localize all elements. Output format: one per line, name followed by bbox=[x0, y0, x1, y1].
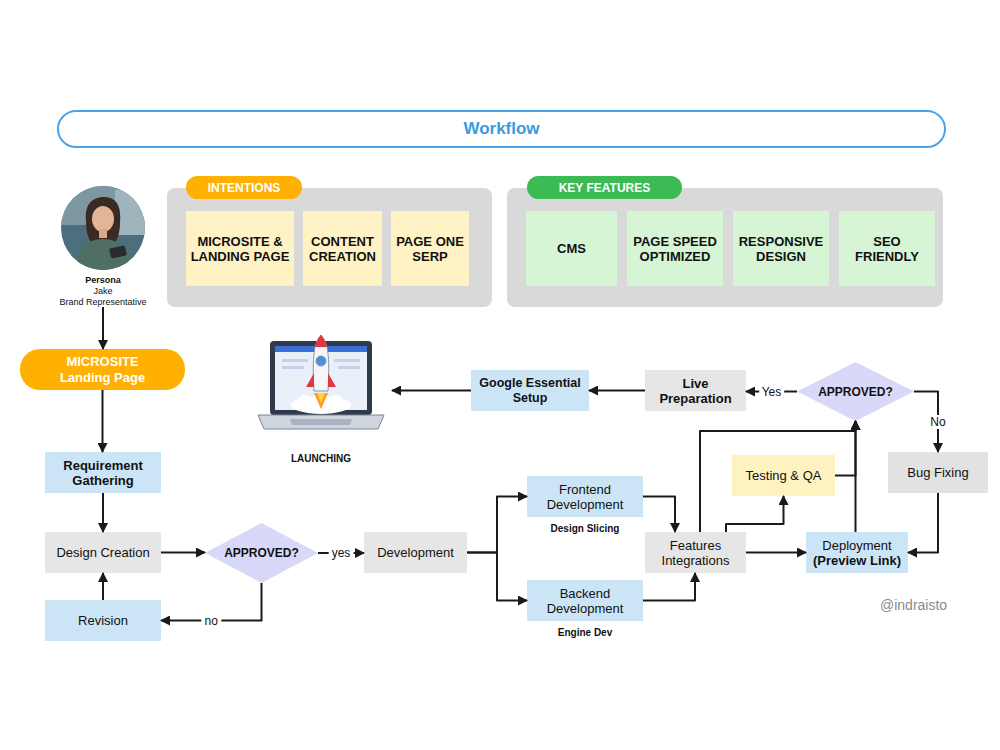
node-text: Testing & QA bbox=[746, 468, 822, 483]
node-text: Brand Representative bbox=[59, 297, 146, 308]
flow-arrow bbox=[102, 573, 104, 600]
sub-caption: Engine Dev bbox=[517, 627, 653, 638]
node-text: Revision bbox=[78, 613, 128, 628]
process-box: Deployment(Preview Link) bbox=[806, 532, 908, 573]
sub-caption: Design Slicing bbox=[517, 523, 653, 534]
node-text: Jake bbox=[93, 286, 112, 297]
edge-label: No bbox=[927, 415, 948, 429]
process-box: Design Creation bbox=[45, 532, 161, 573]
process-box: Live Preparation bbox=[645, 370, 746, 411]
flow-arrow bbox=[102, 307, 104, 349]
node-text: Frontend Development bbox=[531, 482, 639, 512]
feature-card: RESPONSIVE DESIGN bbox=[733, 211, 829, 286]
node-text: MICROSITE & LANDING PAGE bbox=[190, 234, 290, 264]
node-text: Backend Development bbox=[531, 586, 639, 616]
node-text: PAGE ONE SERP bbox=[395, 234, 465, 264]
group-tag: INTENTIONS bbox=[186, 176, 302, 199]
flow-arrow bbox=[726, 496, 784, 532]
node-text: PAGE SPEED OPTIMIZED bbox=[631, 234, 719, 264]
decision-diamond: APPROVED? bbox=[797, 362, 914, 421]
process-box: Google Essential Setup bbox=[471, 370, 589, 411]
title-band: Workflow bbox=[57, 110, 946, 148]
node-text: SEO FRIENDLY bbox=[843, 234, 931, 264]
process-box: Frontend DevelopmentDesign Slicing bbox=[527, 476, 643, 517]
process-box: Backend DevelopmentEngine Dev bbox=[527, 580, 643, 621]
process-box: Features Integrations bbox=[645, 532, 746, 573]
flow-arrow bbox=[102, 390, 104, 452]
edge-label: yes bbox=[329, 546, 354, 560]
flow-arrow bbox=[589, 390, 645, 392]
intention-card: CONTENT CREATION bbox=[303, 211, 382, 286]
process-box: Testing & QA bbox=[732, 455, 835, 496]
decision-diamond: APPROVED? bbox=[205, 523, 318, 583]
node-text: APPROVED? bbox=[224, 546, 299, 560]
feature-card: PAGE SPEED OPTIMIZED bbox=[627, 211, 723, 286]
diagram-title: Workflow bbox=[463, 119, 539, 139]
flow-arrow bbox=[161, 552, 205, 554]
intention-card: MICROSITE & LANDING PAGE bbox=[186, 211, 294, 286]
persona-avatar: PersonaJakeBrand Representative bbox=[50, 185, 156, 307]
node-text: RESPONSIVE DESIGN bbox=[737, 234, 825, 264]
process-box: Requirement Gathering bbox=[45, 452, 161, 493]
edge-label: no bbox=[202, 614, 221, 628]
avatar-figure bbox=[60, 185, 146, 271]
node-text: Features Integrations bbox=[649, 538, 742, 568]
flow-arrow bbox=[392, 390, 471, 392]
node-text: (Preview Link) bbox=[813, 553, 901, 568]
avatar-photo bbox=[60, 185, 146, 271]
flow-arrow bbox=[855, 421, 857, 532]
flow-arrow bbox=[467, 497, 527, 553]
group-panel: INTENTIONSMICROSITE & LANDING PAGECONTEN… bbox=[167, 188, 492, 307]
flow-arrow bbox=[643, 573, 695, 601]
feature-card: SEO FRIENDLY bbox=[839, 211, 935, 286]
flow-arrow bbox=[700, 421, 856, 532]
laptop-illustration bbox=[250, 333, 392, 448]
group-tag: KEY FEATURES bbox=[527, 176, 682, 199]
feature-card: CMS bbox=[526, 211, 617, 286]
node-text: MICROSITE Landing Page bbox=[48, 354, 157, 386]
watermark: @indraisto bbox=[880, 597, 947, 613]
group-panel: KEY FEATURESCMSPAGE SPEED OPTIMIZEDRESPO… bbox=[507, 188, 943, 307]
launch-illustration: LAUNCHING bbox=[250, 333, 392, 468]
node-text: CMS bbox=[557, 241, 586, 256]
node-text: Bug Fixing bbox=[907, 465, 968, 480]
flow-arrow bbox=[102, 493, 104, 532]
start-pill: MICROSITE Landing Page bbox=[20, 349, 185, 390]
flow-arrow bbox=[467, 553, 527, 601]
node-text: Requirement Gathering bbox=[49, 458, 157, 488]
node-text: Design Creation bbox=[56, 545, 149, 560]
flow-arrow bbox=[908, 493, 938, 553]
node-text: APPROVED? bbox=[818, 385, 893, 399]
flow-arrow bbox=[643, 497, 675, 533]
node-text: Development bbox=[377, 545, 454, 560]
node-text: LAUNCHING bbox=[250, 453, 392, 464]
edge-label: Yes bbox=[759, 385, 785, 399]
node-text: Deployment bbox=[822, 538, 891, 553]
node-text: Live Preparation bbox=[649, 376, 742, 406]
process-box: Bug Fixing bbox=[888, 452, 988, 493]
node-text: Persona bbox=[85, 275, 121, 286]
node-text: Google Essential Setup bbox=[475, 376, 585, 406]
process-box: Development bbox=[364, 532, 467, 573]
flow-arrow bbox=[835, 421, 856, 476]
intention-card: PAGE ONE SERP bbox=[391, 211, 469, 286]
flow-arrow bbox=[746, 552, 806, 554]
node-text: CONTENT CREATION bbox=[307, 234, 378, 264]
process-box: Revision bbox=[45, 600, 161, 641]
